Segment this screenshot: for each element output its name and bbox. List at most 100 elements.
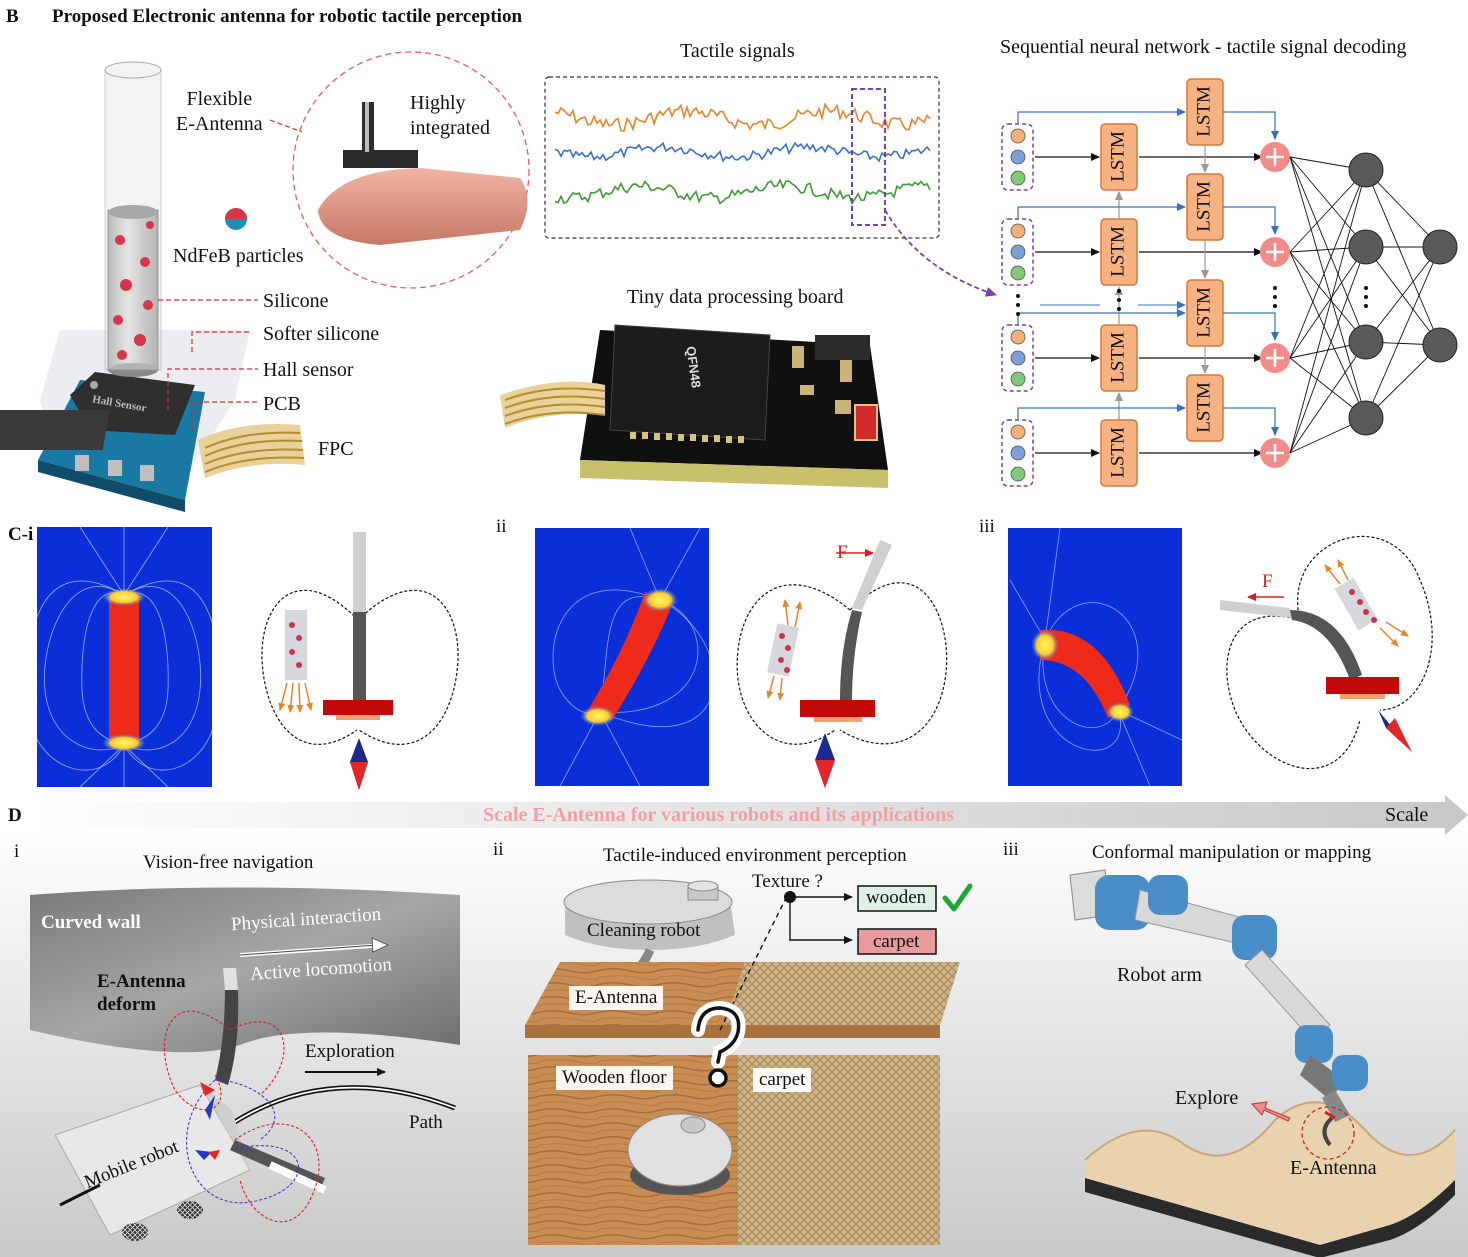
panel-c xyxy=(26,526,1433,790)
output-neuron-2 xyxy=(1422,327,1458,363)
field-map-straight xyxy=(26,526,220,788)
lstm-label-upper-3: LSTM xyxy=(1193,287,1215,338)
skip-arrow xyxy=(1017,108,1186,124)
panel-d-letter: D xyxy=(8,805,22,826)
e-antenna-label-d3: E-Antenna xyxy=(1290,1157,1377,1179)
navigation-scene xyxy=(30,887,460,1241)
input-node xyxy=(1010,466,1026,482)
lstm-label-upper-2: LSTM xyxy=(1193,181,1215,232)
dense-connection xyxy=(1289,169,1367,253)
ellipsis-dot xyxy=(1117,307,1121,311)
panel-c-label-iii: iii xyxy=(979,516,995,537)
schematic-straight xyxy=(261,532,459,790)
explore-label: Explore xyxy=(1175,1087,1239,1109)
carpet-floor-label: carpet xyxy=(753,1068,812,1092)
lstm-label-upper-4: LSTM xyxy=(1193,382,1215,433)
input-node xyxy=(1010,265,1026,281)
schematic-bent-small xyxy=(736,540,948,788)
finger-zoom-callout xyxy=(292,51,530,289)
tactile-signals-title: Tactile signals xyxy=(680,40,795,62)
plus-icon xyxy=(1266,349,1284,367)
d2-index: ii xyxy=(493,839,504,860)
robot-arm-label: Robot arm xyxy=(1117,964,1202,986)
dense-connection xyxy=(1289,341,1367,454)
e-antenna-deform-label: E-Antenna deform xyxy=(97,971,186,1015)
scale-title: Scale E-Antenna for various robots and i… xyxy=(483,804,954,826)
e-antenna-label-d2: E-Antenna xyxy=(569,986,664,1010)
plus-icon xyxy=(1266,148,1284,166)
d1-title: Vision-free navigation xyxy=(143,852,314,873)
dense-connection xyxy=(1365,246,1441,343)
lstm-cell-lower-4 xyxy=(1100,419,1138,487)
dense-connection xyxy=(1289,156,1367,419)
input-node xyxy=(1010,424,1026,440)
tactile-signals-box xyxy=(544,76,940,239)
skip-arrow xyxy=(1223,111,1279,140)
lstm-label-lower-3: LSTM xyxy=(1107,332,1129,383)
schematic-bent-large xyxy=(1220,536,1433,770)
input-node xyxy=(1010,445,1026,461)
window-to-network-arrow xyxy=(884,209,997,297)
dense-connection xyxy=(1289,246,1367,359)
dense-connection xyxy=(1365,246,1441,419)
ndfeb-particles-label: NdFeB particles xyxy=(173,245,304,267)
ellipsis-dot xyxy=(1117,298,1121,302)
device-leader-lines xyxy=(158,119,303,430)
layer-label-hall-sensor: Hall sensor xyxy=(263,359,354,381)
ellipsis-dot xyxy=(1016,294,1020,298)
layer-label-pcb: PCB xyxy=(263,393,301,415)
panel-c-label-ii: ii xyxy=(496,516,507,537)
d2-title: Tactile-induced environment perception xyxy=(603,845,907,866)
panel-c-label-i: C-i xyxy=(8,524,34,545)
ellipsis-dot xyxy=(1273,295,1277,299)
explore-arrow-icon xyxy=(1250,1101,1291,1122)
skip-arrow xyxy=(1223,206,1279,235)
wooden-option-label: wooden xyxy=(866,887,927,908)
layer-label-silicone: Silicone xyxy=(263,290,329,312)
neural-network-title: Sequential neural network - tactile sign… xyxy=(1000,36,1407,58)
panel-d xyxy=(0,795,1468,1257)
force-label-ii: F xyxy=(837,542,848,563)
input-node xyxy=(1010,170,1026,186)
wooden-floor-label: Wooden floor xyxy=(556,1066,673,1090)
signal-trace-3 xyxy=(554,178,931,205)
scale-arrow xyxy=(30,795,1468,835)
input-node xyxy=(1010,244,1026,260)
ellipsis-dot xyxy=(1273,304,1277,308)
flexible-e-antenna-label: Flexible E-Antenna xyxy=(176,88,263,135)
hidden-neuron-1 xyxy=(1348,152,1384,188)
ellipsis-dot xyxy=(1016,312,1020,316)
ellipsis-dot xyxy=(1364,295,1368,299)
input-node xyxy=(1010,223,1026,239)
d3-index: iii xyxy=(1003,839,1019,860)
dense-connection xyxy=(1289,246,1367,454)
ellipsis-dot xyxy=(1117,289,1121,293)
input-node xyxy=(1010,350,1026,366)
field-map-bent-large xyxy=(1008,527,1183,787)
check-mark-icon xyxy=(942,883,973,912)
skip-arrow xyxy=(1017,404,1186,420)
panel-b-letter: B xyxy=(6,6,19,27)
plus-icon xyxy=(1266,444,1284,462)
ellipsis-dot xyxy=(1273,286,1277,290)
carpet-option-box xyxy=(857,928,937,955)
scale-label: Scale xyxy=(1385,804,1429,826)
skip-arrow xyxy=(1223,312,1279,341)
force-label-iii: F xyxy=(1262,571,1273,592)
board-title: Tiny data processing board xyxy=(627,286,844,308)
dense-connection xyxy=(1365,169,1441,248)
input-node xyxy=(1010,149,1026,165)
sequential-neural-network xyxy=(1001,78,1458,487)
ellipsis-dot xyxy=(1016,303,1020,307)
robot-arm-scene xyxy=(1069,869,1456,1257)
input-node xyxy=(1010,371,1026,387)
cleaning-robot-label: Cleaning robot xyxy=(587,920,701,941)
dense-connection xyxy=(1289,169,1367,359)
dense-connection xyxy=(1365,169,1441,346)
d1-index: i xyxy=(14,841,20,862)
field-map-bent-small xyxy=(535,527,715,787)
ellipsis-dot xyxy=(1364,286,1368,290)
layer-label-fpc: FPC xyxy=(318,438,354,460)
hidden-neuron-3 xyxy=(1348,324,1384,360)
hidden-neuron-2 xyxy=(1348,229,1384,265)
